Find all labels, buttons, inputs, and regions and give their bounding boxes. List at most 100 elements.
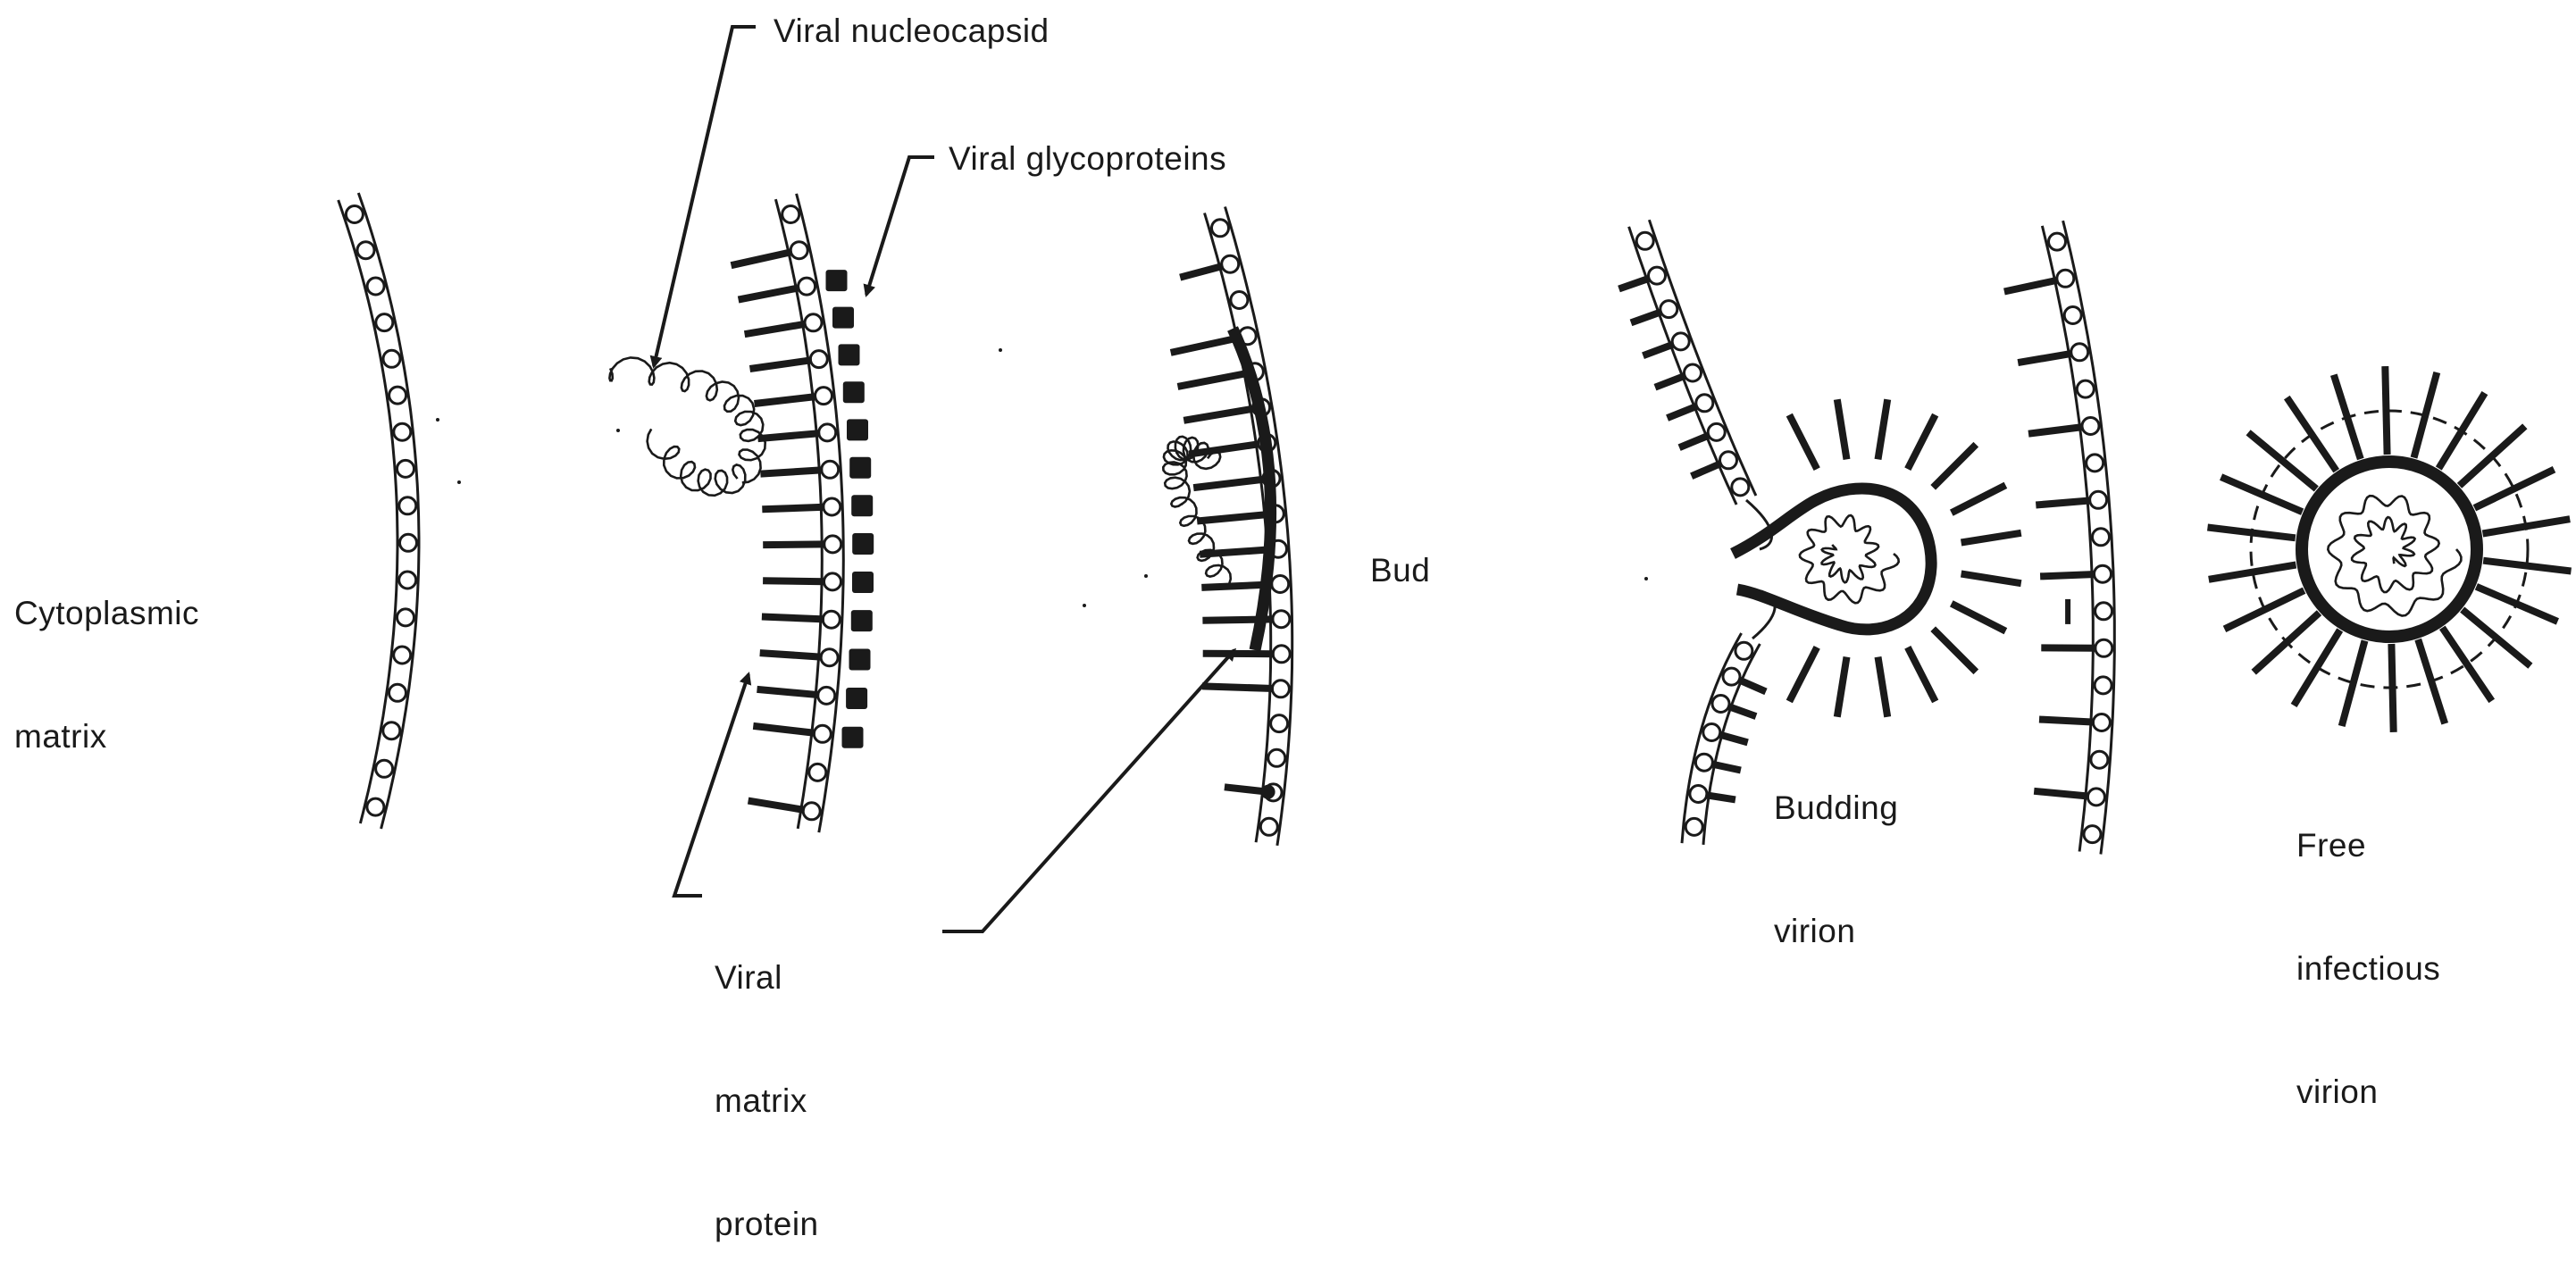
membrane-lipid-circle (1649, 267, 1666, 284)
glycoprotein-spike (2294, 630, 2340, 706)
glycoprotein-spike (1180, 266, 1223, 278)
scan-specks (436, 348, 1648, 607)
glycoprotein-spike (2483, 519, 2571, 533)
matrix-protein-block (846, 688, 867, 709)
glycoprotein-spike (2460, 426, 2525, 486)
glycoprotein-spike (2463, 610, 2530, 666)
membrane-lipid-circle (2091, 751, 2108, 768)
viral-matrix-protein-label: Viral matrix protein (715, 875, 819, 1286)
free-virion-line-1: Free (2296, 825, 2440, 866)
glycoprotein-spike (749, 801, 805, 810)
glycoprotein-spike (2034, 791, 2089, 797)
membrane-lipid-circle (1222, 255, 1239, 272)
membrane-lipid-circle (1272, 576, 1289, 593)
glycoprotein-spike (2221, 477, 2303, 512)
matrix-protein-arrow-2 (942, 650, 1234, 931)
membrane-lipid-circle (1703, 724, 1720, 741)
glycoprotein-spike (750, 360, 812, 369)
glycoprotein-spike (1679, 435, 1710, 447)
membrane-lipid-circle (824, 573, 841, 590)
membrane-lipid-circle (2090, 491, 2107, 508)
free-virion-nucleocapsid (2328, 496, 2461, 615)
glycoprotein-spike (2438, 393, 2485, 468)
glycoprotein-spike (1201, 584, 1273, 588)
viral-nucleocapsid-label: Viral nucleocapsid (774, 11, 1050, 52)
membrane-lipid-circle (2087, 789, 2104, 806)
membrane-lipid-circle (2077, 380, 2094, 397)
glycoprotein-spike (753, 726, 815, 733)
glycoprotein-spike (1933, 629, 1976, 672)
glycoprotein-spike (1202, 686, 1274, 689)
membrane-lipid-circle (2095, 677, 2112, 694)
glycoprotein-spike (1225, 787, 1267, 791)
viral-matrix-protein-line-2: matrix (715, 1081, 819, 1122)
glycoprotein-spike (1738, 680, 1766, 692)
membrane-inner-edge (1649, 220, 1756, 496)
glycoprotein-spike (1961, 533, 2021, 543)
membrane-lipid-circle (1690, 786, 1707, 803)
glycoprotein-spike (763, 544, 825, 545)
glycoprotein-spike (1711, 764, 1741, 770)
bud-formation-panel (1163, 207, 1292, 846)
membrane-lipid-circle (790, 242, 807, 259)
nucleocapsid-coil (1171, 497, 1231, 588)
glycoprotein-spike (1789, 415, 1817, 470)
membrane-lipid-circle (2084, 826, 2101, 843)
membrane-lipid-circle (1231, 292, 1248, 309)
membrane-lipid-circle (394, 647, 411, 664)
glycoprotein-spike (1197, 514, 1268, 522)
glycoprotein-spike (755, 397, 817, 404)
glycoprotein-spike (1631, 312, 1662, 323)
membrane-lipid-circle (397, 609, 414, 626)
membrane-lipid-circle (397, 460, 414, 477)
glycoprotein-spike (763, 580, 825, 581)
membrane-lipid-circle (2071, 344, 2088, 361)
membrane-lipid-circle (819, 424, 836, 441)
matrix-protein-block (842, 727, 864, 748)
glycoprotein-spike (1705, 795, 1735, 799)
glycoprotein-spike (1202, 619, 1274, 620)
membrane-lipid-circle (818, 687, 835, 704)
glycoprotein-spike (2004, 280, 2059, 292)
glycoprotein-spike (2248, 432, 2316, 489)
membrane-lipid-circle (2093, 714, 2110, 731)
membrane-lipid-circle (782, 206, 799, 223)
nucleocapsid-approach-panel (609, 194, 874, 832)
glycoprotein-spike (1952, 604, 2006, 631)
matrix-protein-block (852, 572, 874, 593)
free-virion-label: Free infectious virion (2296, 743, 2440, 1154)
membrane-lipid-circle (1273, 611, 1290, 628)
membrane-lipid-circle (822, 461, 839, 478)
glycoprotein-spike (2040, 574, 2095, 576)
glycoprotein-spike (1961, 574, 2021, 584)
membrane-lipid-circle (1732, 479, 1749, 496)
glycoprotein-spike (2418, 639, 2445, 723)
membrane-lipid-circle (1735, 642, 1752, 659)
glycoprotein-spike (2209, 565, 2296, 580)
glycoprotein-spike (760, 653, 823, 657)
nucleocapsid-coil (648, 429, 746, 495)
matrix-protein-block (851, 495, 873, 516)
glycoprotein-spike (1692, 463, 1722, 477)
membrane-lipid-circle (1695, 754, 1712, 771)
membrane-lipid-circle (2095, 639, 2112, 656)
membrane-lipid-circle (376, 760, 393, 777)
glycoprotein-spike (1908, 647, 1936, 702)
membrane-lipid-circle (394, 423, 411, 440)
matrix-protein-block (843, 381, 865, 403)
membrane-lipid-circle (1685, 818, 1702, 835)
membrane-lipid-circle (1636, 232, 1653, 249)
glycoprotein-spike (2476, 587, 2557, 622)
membrane-lipid-circle (400, 534, 417, 551)
membrane-lipid-circle (2095, 565, 2112, 582)
cytoplasmic-matrix-label: Cytoplasmic matrix (14, 511, 199, 798)
membrane-lipid-circle (803, 803, 820, 820)
glycoprotein-spike (1643, 344, 1675, 355)
membrane-lipid-circle (389, 387, 406, 404)
glycoprotein-spike (732, 252, 792, 265)
membrane-lipid-circle (383, 722, 400, 739)
membrane-lipid-circle (399, 497, 416, 514)
glycoprotein-spike (1619, 278, 1651, 288)
membrane-lipid-circle (1273, 646, 1290, 663)
glycoprotein-spike (2391, 644, 2393, 732)
